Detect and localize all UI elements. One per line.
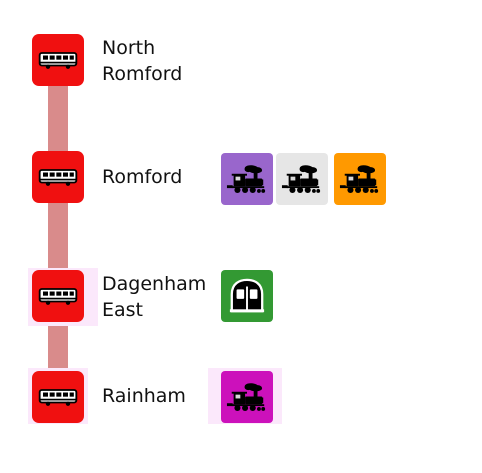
stop-name-line1: Rainham bbox=[102, 385, 186, 407]
bus-stop-marker[interactable] bbox=[32, 34, 84, 86]
underground-train-icon bbox=[228, 277, 266, 315]
stop-label-north-romford: North Romford bbox=[102, 35, 182, 87]
bus-stop-marker[interactable] bbox=[32, 270, 84, 322]
bus-icon bbox=[38, 388, 78, 407]
route-line bbox=[48, 84, 68, 374]
stop-name-line2: Romford bbox=[102, 63, 183, 85]
connection-rail-orange[interactable] bbox=[334, 153, 386, 205]
steam-train-icon bbox=[226, 164, 268, 195]
stop-name-line1: Romford bbox=[102, 166, 183, 188]
steam-train-icon bbox=[226, 382, 268, 413]
stop-label-dagenham-east: Dagenham East bbox=[102, 271, 206, 323]
bus-stop-marker[interactable] bbox=[32, 371, 84, 423]
stop-name-line1: North bbox=[102, 37, 156, 59]
bus-icon bbox=[38, 51, 78, 70]
connection-rail-magenta[interactable] bbox=[221, 371, 273, 423]
bus-icon bbox=[38, 168, 78, 187]
connection-rail-purple[interactable] bbox=[221, 153, 273, 205]
bus-icon bbox=[38, 287, 78, 306]
steam-train-icon bbox=[339, 164, 381, 195]
stop-label-rainham: Rainham bbox=[102, 383, 186, 409]
connection-rail-grey[interactable] bbox=[276, 153, 328, 205]
stop-label-romford: Romford bbox=[102, 164, 182, 190]
bus-stop-marker[interactable] bbox=[32, 151, 84, 203]
stop-name-line1: Dagenham bbox=[102, 273, 207, 295]
stop-name-line2: East bbox=[102, 299, 143, 321]
steam-train-icon bbox=[281, 164, 323, 195]
connection-underground[interactable] bbox=[221, 270, 273, 322]
